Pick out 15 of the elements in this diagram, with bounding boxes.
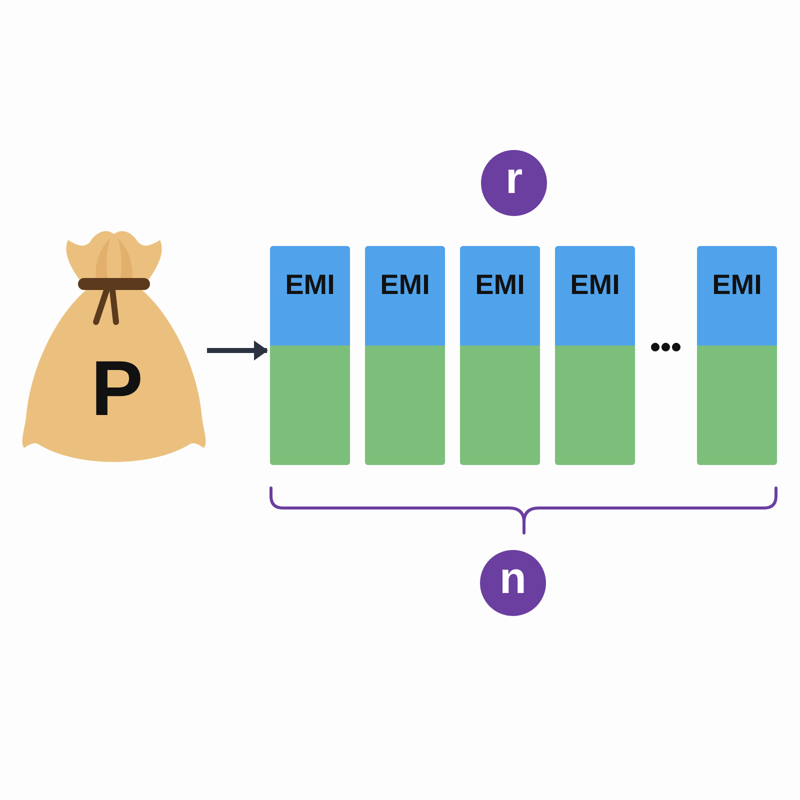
bar-label: EMI — [570, 271, 620, 299]
payment-bar — [555, 246, 635, 465]
bag-letter: P — [90, 349, 144, 427]
payment-bar — [365, 246, 445, 465]
ellipsis: ••• — [650, 333, 682, 363]
arrow — [207, 340, 268, 360]
bar-label: EMI — [285, 271, 335, 299]
payment-bar — [697, 246, 777, 465]
bar-label: EMI — [380, 271, 430, 299]
letter-circle: n — [480, 550, 546, 616]
bar-label: EMI — [475, 271, 525, 299]
payment-bar — [270, 246, 350, 465]
bar-label: EMI — [712, 271, 762, 299]
payment-bar — [460, 246, 540, 465]
letter-circle: r — [481, 150, 547, 216]
